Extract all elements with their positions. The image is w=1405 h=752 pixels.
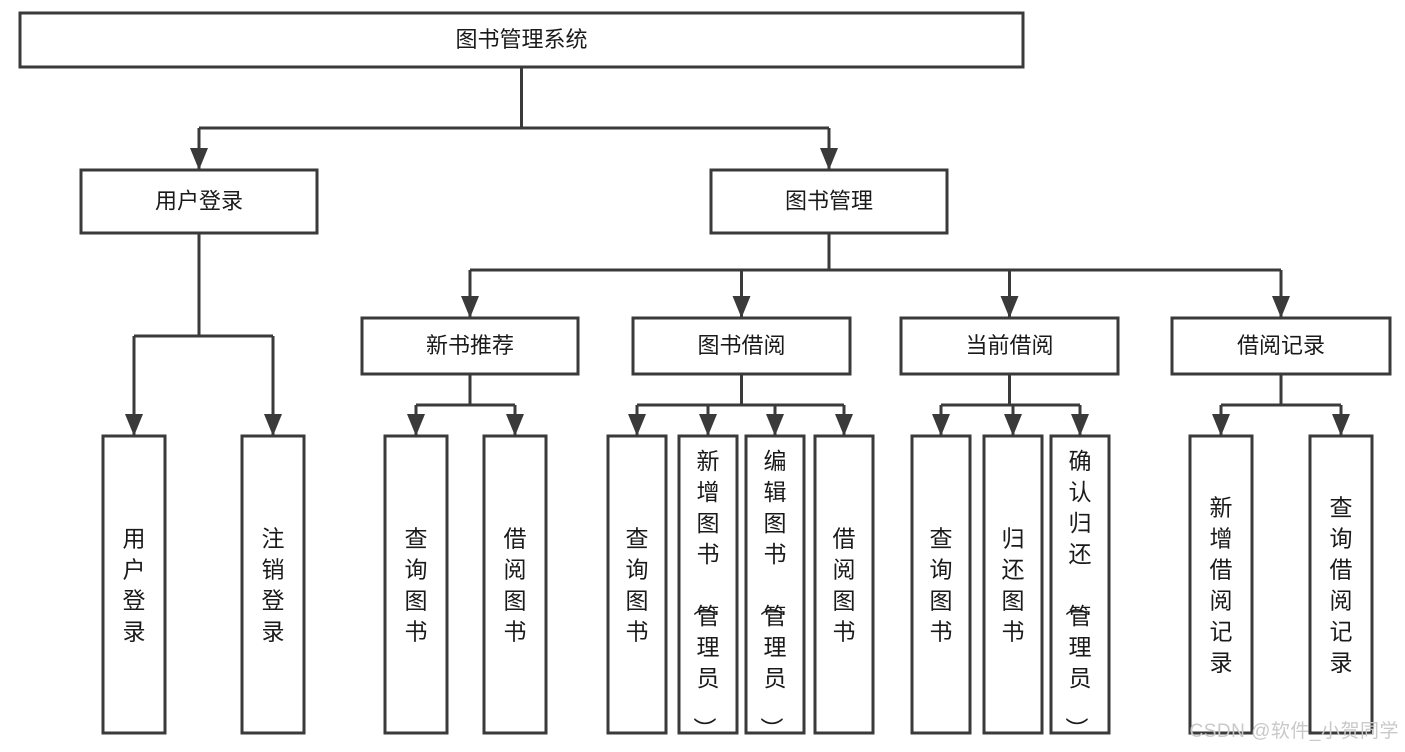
level3-node-3[interactable]: 借阅记录 — [1170, 316, 1392, 376]
leaf-node-label: 借阅图书 — [504, 526, 527, 645]
leaf-node-label: 查询图书 — [626, 526, 649, 645]
arrow-head-icon — [506, 414, 524, 436]
leaf-node-label: 查询图书 — [405, 526, 428, 645]
level3-node-0[interactable]: 新书推荐 — [360, 316, 580, 376]
leaf-node-rect — [677, 434, 739, 735]
level3-node-label: 新书推荐 — [426, 333, 514, 358]
leaf-node-label: 新增借阅记录 — [1210, 495, 1233, 676]
level2-node-rect — [79, 168, 319, 235]
leaf-node-label: 借阅图书 — [833, 526, 856, 645]
leaf-node-rect — [240, 434, 306, 735]
leaf-node-3[interactable]: 借阅图书 — [482, 434, 548, 735]
leaf-node-2[interactable]: 查询图书 — [383, 434, 449, 735]
root-node-rect — [18, 11, 1025, 69]
level2-node-rect — [709, 168, 949, 235]
level2-node-0[interactable]: 用户登录 — [79, 168, 319, 235]
leaf-node-rect — [982, 434, 1044, 735]
arrow-head-icon — [1332, 414, 1350, 436]
level3-node-2[interactable]: 当前借阅 — [899, 316, 1120, 376]
leaf-node-label: 注销登录 — [262, 526, 285, 645]
leaf-node-rect — [383, 434, 449, 735]
leaf-node-label: 确认归还（管理员） — [1064, 448, 1092, 740]
leaf-node-10[interactable]: 确认归还（管理员） — [1049, 434, 1111, 740]
leaf-node-label: 查询借阅记录 — [1330, 495, 1353, 676]
leaf-node-rect — [813, 434, 875, 735]
level3-node-rect — [631, 316, 852, 376]
leaf-node-label: 归还图书 — [1002, 526, 1025, 645]
leaf-node-rect — [101, 434, 167, 735]
leaf-node-4[interactable]: 查询图书 — [606, 434, 668, 735]
leaf-node-9[interactable]: 归还图书 — [982, 434, 1044, 735]
arrow-head-icon — [125, 414, 143, 436]
arrow-head-icon — [628, 414, 646, 436]
leaf-node-label: 查询图书 — [930, 526, 953, 645]
leaf-node-8[interactable]: 查询图书 — [910, 434, 972, 735]
leaf-node-rect — [482, 434, 548, 735]
arrow-head-icon — [766, 414, 784, 436]
level2-node-label: 用户登录 — [155, 188, 243, 213]
leaf-node-rect — [744, 434, 806, 735]
arrow-head-icon — [1071, 414, 1089, 436]
arrow-head-icon — [820, 148, 838, 170]
arrow-head-icon — [264, 414, 282, 436]
leaf-node-rect — [1188, 434, 1254, 735]
arrow-head-icon — [1212, 414, 1230, 436]
arrow-head-icon — [407, 414, 425, 436]
level3-node-label: 图书借阅 — [697, 333, 785, 358]
arrow-head-icon — [461, 296, 479, 318]
arrow-head-icon — [1272, 296, 1290, 318]
leaf-node-0[interactable]: 用户登录 — [101, 434, 167, 735]
root-node-label: 图书管理系统 — [455, 27, 587, 52]
arrow-head-icon — [835, 414, 853, 436]
nodes-layer: 图书管理系统用户登录图书管理新书推荐图书借阅当前借阅借阅记录用户登录注销登录查询… — [18, 11, 1392, 740]
level3-node-label: 借阅记录 — [1237, 333, 1325, 358]
arrow-head-icon — [190, 148, 208, 170]
arrow-head-icon — [1004, 414, 1022, 436]
arrow-head-icon — [932, 414, 950, 436]
root-node-0[interactable]: 图书管理系统 — [18, 11, 1025, 69]
level3-node-1[interactable]: 图书借阅 — [631, 316, 852, 376]
arrow-head-icon — [699, 414, 717, 436]
level2-node-label: 图书管理 — [785, 188, 873, 213]
leaf-node-rect — [606, 434, 668, 735]
watermark-label: CSDN @软件_小贺同学 — [1189, 721, 1399, 742]
level2-node-1[interactable]: 图书管理 — [709, 168, 949, 235]
leaf-node-rect — [1049, 434, 1111, 735]
leaf-node-6[interactable]: 编辑图书（管理员） — [744, 434, 806, 740]
leaf-node-7[interactable]: 借阅图书 — [813, 434, 875, 735]
leaf-node-rect — [1308, 434, 1374, 735]
arrow-head-icon — [732, 296, 751, 318]
level3-node-label: 当前借阅 — [965, 333, 1053, 358]
leaf-node-11[interactable]: 新增借阅记录 — [1188, 434, 1254, 735]
leaf-node-5[interactable]: 新增图书（管理员） — [677, 434, 739, 740]
arrow-head-icon — [1000, 296, 1019, 318]
leaf-node-label: 新增图书（管理员） — [692, 448, 720, 740]
leaf-node-12[interactable]: 查询借阅记录 — [1308, 434, 1374, 735]
leaf-node-label: 用户登录 — [123, 526, 146, 645]
leaf-node-1[interactable]: 注销登录 — [240, 434, 306, 735]
leaf-node-rect — [910, 434, 972, 735]
leaf-node-label: 编辑图书（管理员） — [759, 448, 787, 740]
level3-node-rect — [360, 316, 580, 376]
level3-node-rect — [899, 316, 1120, 376]
connectors-layer — [125, 67, 1350, 436]
level3-node-rect — [1170, 316, 1392, 376]
